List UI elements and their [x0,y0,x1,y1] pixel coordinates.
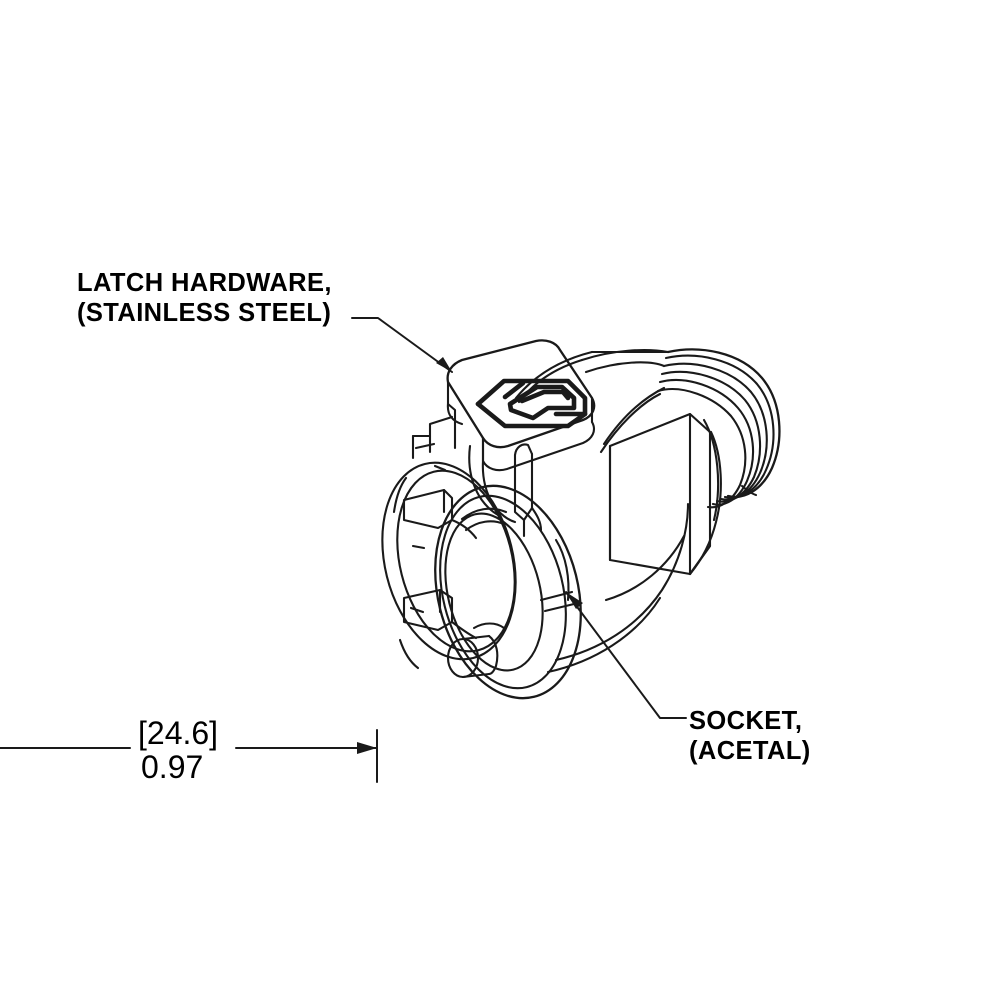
pin-top-edge [461,634,491,641]
body-upper-left-edge [514,350,594,400]
leader-latch-group [351,317,453,373]
socket-back-ring-outer [381,461,517,661]
socket-front-seam-right-2 [543,602,576,613]
collar-right-edge [446,402,457,450]
socket-web-group [402,488,478,640]
dimension-group [0,729,378,783]
socket-back-notch-top [433,464,447,472]
hex-front-face [608,412,712,576]
body-top-curve [580,349,670,362]
thread-root-3 [656,388,747,509]
socket-web-diag-a [450,518,478,540]
thread-crest-1 [666,348,781,498]
callout-latch-line1: LATCH HARDWARE, [77,269,332,297]
callout-socket: SOCKET, (ACETAL) [689,706,811,766]
body-shoulder-right [602,386,666,446]
thread-crest-2 [662,362,768,501]
pin-body-curve [487,634,499,676]
socket-front-ring-group [434,484,582,700]
callout-socket-line1: SOCKET, [689,707,803,735]
dimension-metric-value: [24.6] [138,715,219,751]
callout-latch-line2: (STAINLESS STEEL) [77,299,332,327]
body-lower-sweep-2 [546,596,662,674]
leader-socket-group [565,591,687,719]
leader-latch-line [351,317,453,373]
thread-crest-3 [658,378,755,506]
collar-step-group [411,402,457,460]
body-top-curve-inner [584,361,666,374]
socket-back-ring-inner [396,469,516,653]
hex-lower-fillet [604,534,686,602]
threaded-end-group [656,348,781,509]
pin-bottom-edge [461,672,491,679]
latch-finger-tip-2 [530,506,543,532]
thread-end-chamfer [740,484,758,497]
hex-section-group [604,412,722,602]
dimension-imperial-value: 0.97 [141,749,204,785]
collar-step-inner [414,442,436,450]
collar-step-top [411,415,454,438]
socket-back-notch-low [409,606,425,614]
socket-front-ring-bore [444,512,544,672]
socket-back-notch-mid [411,544,426,550]
pin-saddle [472,622,506,630]
socket-front-top-lip-2 [464,520,506,532]
latch-front-bottom [481,420,596,472]
leader-socket-line [565,591,687,719]
leader-latch-arrowhead [436,357,452,372]
dimension-arrowhead-right [357,742,377,754]
callout-socket-line2: (ACETAL) [689,737,811,765]
socket-back-ring-edge-a [392,476,408,514]
socket-front-ring-mid [439,494,567,690]
latch-arm-left [468,444,502,518]
callout-latch-hardware: LATCH HARDWARE, (STAINLESS STEEL) [77,268,332,328]
hex-right-curve-2 [702,418,720,522]
socket-outer-ring-group [381,461,517,670]
leader-socket-arrowhead [566,592,583,609]
body-shoulder-right-2 [599,392,662,454]
socket-back-ring-edge-b [398,638,420,670]
thread-root-1 [664,354,775,499]
retaining-pin-group [446,622,506,679]
latch-emboss-logo [475,378,588,429]
thread-root-2 [660,370,762,503]
hex-right-curve [688,430,722,576]
socket-front-top-lip [460,507,508,521]
body-lower-sweep [554,502,690,662]
latch-button-group [446,339,596,538]
latch-finger-top [513,443,534,457]
